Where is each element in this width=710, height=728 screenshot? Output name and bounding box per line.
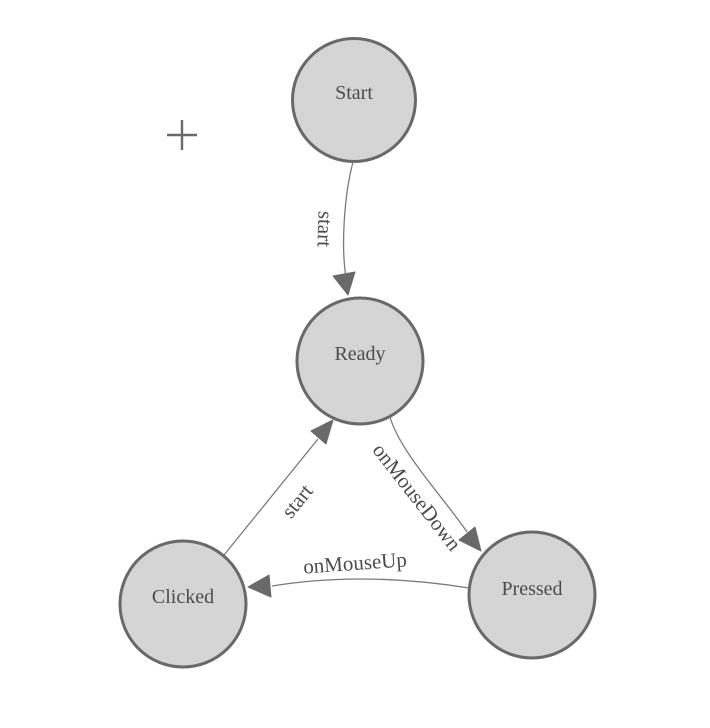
transition-line[interactable] [389,416,468,533]
state-circle-ready[interactable] [295,296,425,426]
transition-label: start [312,211,337,248]
arrowhead-icon [332,271,356,296]
transition-label: onMouseDown [368,439,467,556]
state-label-clicked: Clicked [152,586,214,608]
state-circle-start[interactable] [291,37,417,163]
state-label-ready: Ready [334,343,385,365]
arrowhead-icon [310,419,334,445]
transition-clicked-to-ready[interactable]: start [223,419,334,556]
transition-ready-to-pressed[interactable]: onMouseDown [368,416,482,556]
state-label-start: Start [335,82,373,104]
transition-line[interactable] [223,438,319,556]
crosshair-cursor-icon [167,120,197,150]
transition-line[interactable] [342,161,354,278]
transition-label: start [276,479,318,522]
arrowhead-icon [458,526,482,552]
arrowhead-icon [247,574,272,598]
state-node-start[interactable]: Start [291,37,417,163]
transition-pressed-to-clicked[interactable]: onMouseUp [247,547,470,598]
state-circle-pressed[interactable] [467,530,597,660]
state-circle-clicked[interactable] [118,539,248,669]
transition-line[interactable] [271,578,470,589]
state-node-pressed[interactable]: Pressed [467,530,597,660]
transition-label: onMouseUp [302,547,407,578]
state-label-pressed: Pressed [501,578,562,600]
state-node-ready[interactable]: Ready [295,296,425,426]
transition-start-to-ready[interactable]: start [312,161,356,296]
state-node-clicked[interactable]: Clicked [118,539,248,669]
